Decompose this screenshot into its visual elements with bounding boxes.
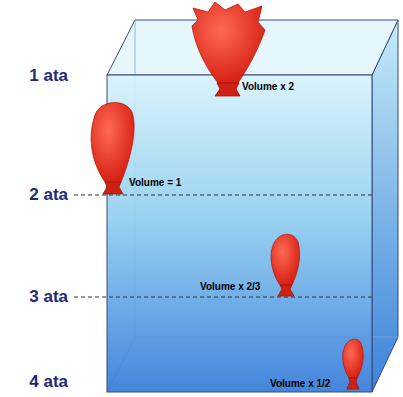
balloon: [271, 234, 300, 285]
balloon: [343, 339, 363, 378]
pressure-label: 2 ata: [29, 185, 68, 205]
depth-line: [74, 297, 372, 298]
balloon-knot: [103, 182, 123, 194]
pressure-label: 3 ata: [29, 287, 68, 307]
volume-label: Volume x 2/3: [200, 281, 260, 292]
balloon: [192, 2, 265, 83]
balloon-knot: [215, 83, 240, 96]
balloon: [91, 103, 134, 182]
balloon-knot: [278, 285, 294, 296]
volume-label: Volume x 1/2: [270, 378, 330, 389]
volume-label: Volume x 2: [242, 81, 294, 92]
volume-label: Volume = 1: [129, 177, 181, 188]
pressure-label: 1 ata: [29, 66, 68, 86]
depth-line: [74, 195, 372, 196]
pressure-label: 4 ata: [29, 372, 68, 392]
tank-side: [372, 20, 398, 392]
balloon-knot: [347, 378, 359, 389]
tank-front: [107, 75, 372, 392]
